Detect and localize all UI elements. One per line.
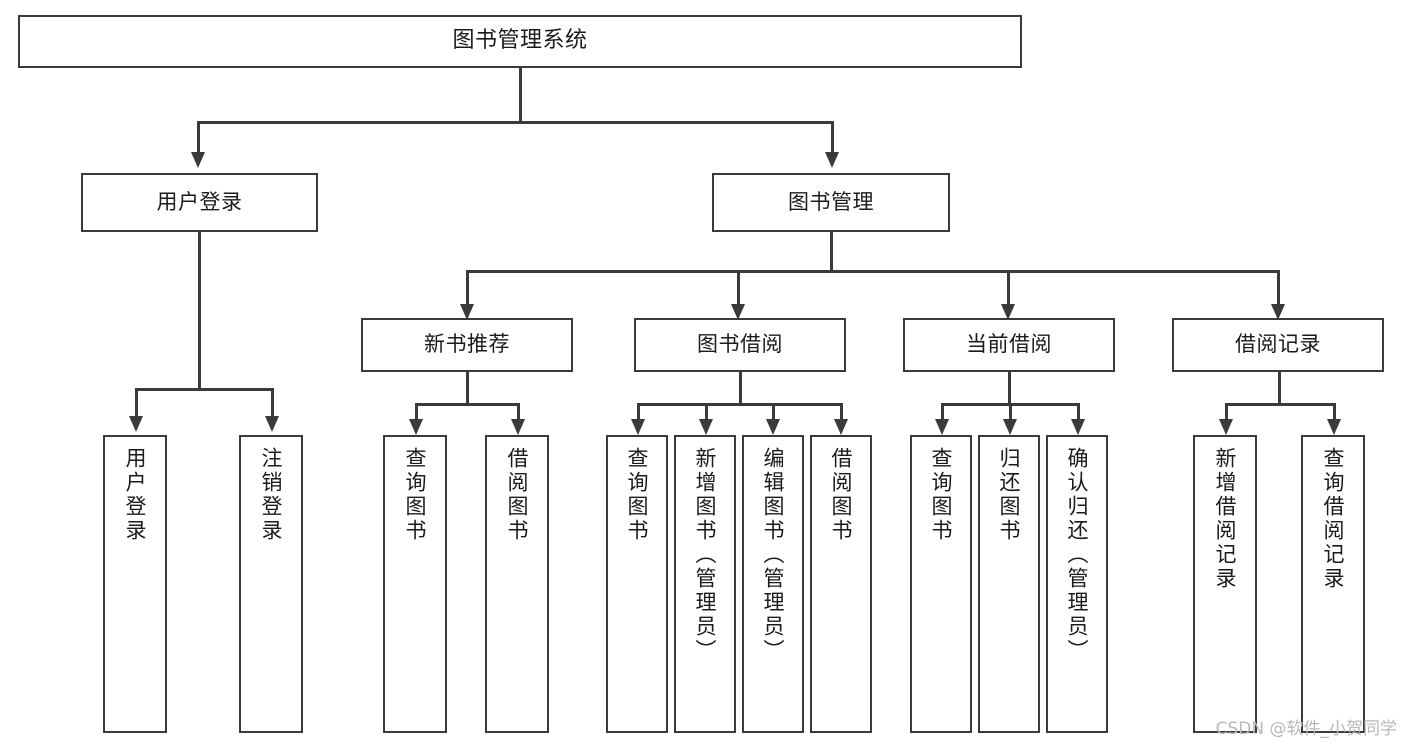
node-leaf-borrow-book-2[interactable]: 借阅图书 [810, 435, 872, 733]
arrow-leaf-edit-book [766, 419, 780, 435]
node-label: 借阅记录 [1235, 332, 1321, 357]
node-label: 用户登录 [123, 447, 148, 543]
node-label: 注销登录 [259, 447, 284, 543]
connector-root-bus [197, 121, 833, 124]
connector-user-login-stem [198, 232, 201, 390]
node-label: 编辑图书（管理员） [761, 447, 786, 663]
node-leaf-edit-book[interactable]: 编辑图书（管理员） [742, 435, 804, 733]
arrow-to-user-login [191, 152, 205, 168]
connector-current-borrow-child-3 [1077, 403, 1080, 421]
node-leaf-user-login[interactable]: 用户登录 [103, 435, 167, 733]
node-label: 新书推荐 [424, 332, 510, 357]
connector-new-book-bus [415, 403, 519, 406]
node-label: 借阅图书 [829, 447, 854, 543]
node-label: 图书管理系统 [452, 28, 588, 54]
arrow-leaf-user-login [129, 416, 143, 432]
node-user-login[interactable]: 用户登录 [81, 173, 318, 232]
node-leaf-return-book[interactable]: 归还图书 [978, 435, 1040, 733]
node-label: 用户登录 [156, 189, 243, 214]
connector-to-book-management [831, 121, 834, 154]
arrow-to-book-borrow [731, 304, 745, 320]
node-borrow-record[interactable]: 借阅记录 [1172, 318, 1384, 372]
connector-new-book-child-1 [415, 403, 418, 421]
connector-book-borrow-child-4 [840, 403, 843, 421]
connector-borrow-record-child-2 [1333, 403, 1336, 421]
arrow-leaf-query-book-2 [631, 419, 645, 435]
arrow-leaf-add-book [699, 419, 713, 435]
arrow-leaf-borrow-book-1 [511, 419, 525, 435]
node-leaf-query-book-3[interactable]: 查询图书 [910, 435, 972, 733]
connector-current-borrow-child-2 [1009, 403, 1012, 421]
arrow-leaf-confirm-return [1071, 419, 1085, 435]
connector-root-stem [519, 68, 522, 121]
node-new-book-recommend[interactable]: 新书推荐 [361, 318, 573, 372]
node-label: 新增图书（管理员） [693, 447, 718, 663]
connector-new-book-stem [466, 372, 469, 405]
arrow-leaf-add-record [1219, 419, 1233, 435]
node-book-borrow[interactable]: 图书借阅 [634, 318, 846, 372]
connector-to-user-login [197, 121, 200, 154]
connector-borrow-record-bus [1225, 403, 1335, 406]
node-leaf-query-record[interactable]: 查询借阅记录 [1301, 435, 1365, 733]
connector-user-login-child-2 [271, 388, 274, 418]
arrow-leaf-return-book [1003, 419, 1017, 435]
connector-to-current-borrow [1007, 270, 1010, 306]
node-label: 借阅图书 [505, 447, 530, 543]
node-leaf-borrow-book-1[interactable]: 借阅图书 [485, 435, 549, 733]
node-leaf-confirm-return[interactable]: 确认归还（管理员） [1046, 435, 1108, 733]
arrow-leaf-query-record [1327, 419, 1341, 435]
arrow-to-book-management [825, 152, 839, 168]
connector-book-management-bus [466, 270, 1280, 273]
connector-to-borrow-record [1277, 270, 1280, 306]
connector-current-borrow-child-1 [941, 403, 944, 421]
node-leaf-query-book-2[interactable]: 查询图书 [606, 435, 668, 733]
node-label: 新增借阅记录 [1213, 447, 1238, 591]
arrow-to-new-book-recommend [460, 304, 474, 320]
connector-book-borrow-bus [637, 403, 842, 406]
node-leaf-add-book[interactable]: 新增图书（管理员） [674, 435, 736, 733]
node-leaf-add-record[interactable]: 新增借阅记录 [1193, 435, 1257, 733]
node-leaf-logout-login[interactable]: 注销登录 [239, 435, 303, 733]
connector-to-book-borrow [737, 270, 740, 306]
node-label: 查询图书 [625, 447, 650, 543]
node-label: 确认归还（管理员） [1065, 447, 1090, 663]
node-book-management[interactable]: 图书管理 [712, 173, 950, 232]
node-label: 归还图书 [997, 447, 1022, 543]
connector-to-new-book-recommend [466, 270, 469, 306]
connector-user-login-bus [135, 388, 273, 391]
node-label: 当前借阅 [966, 332, 1052, 357]
node-label: 图书借阅 [697, 332, 783, 357]
connector-book-borrow-child-3 [772, 403, 775, 421]
node-current-borrow[interactable]: 当前借阅 [903, 318, 1115, 372]
connector-current-borrow-stem [1008, 372, 1011, 405]
connector-book-borrow-child-2 [705, 403, 708, 421]
node-label: 查询图书 [403, 447, 428, 543]
connector-user-login-child-1 [135, 388, 138, 418]
arrow-leaf-borrow-book-2 [834, 419, 848, 435]
node-leaf-query-book-1[interactable]: 查询图书 [383, 435, 447, 733]
node-label: 图书管理 [788, 189, 874, 214]
arrow-to-current-borrow [1001, 304, 1015, 320]
connector-new-book-child-2 [517, 403, 520, 421]
connector-book-management-stem [830, 232, 833, 272]
connector-borrow-record-child-1 [1225, 403, 1228, 421]
connector-borrow-record-stem [1278, 372, 1281, 405]
arrow-leaf-logout-login [265, 416, 279, 432]
node-label: 查询借阅记录 [1321, 447, 1346, 591]
node-label: 查询图书 [929, 447, 954, 543]
arrow-to-borrow-record [1271, 304, 1285, 320]
arrow-leaf-query-book-3 [935, 419, 949, 435]
node-root-system[interactable]: 图书管理系统 [18, 15, 1022, 68]
arrow-leaf-query-book-1 [409, 419, 423, 435]
connector-book-borrow-child-1 [637, 403, 640, 421]
connector-book-borrow-stem [739, 372, 742, 405]
